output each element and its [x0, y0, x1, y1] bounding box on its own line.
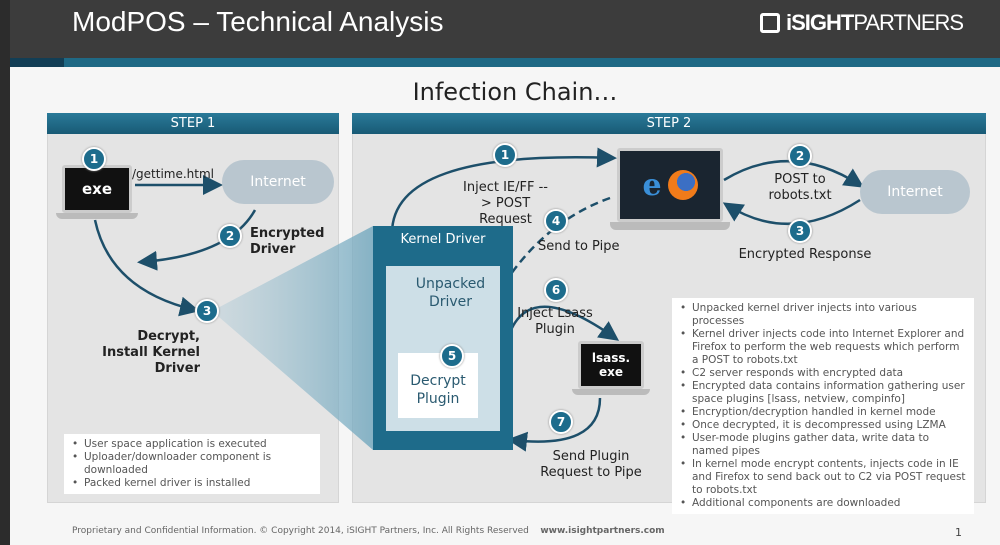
encrypted-driver-label: Encrypted Driver: [250, 226, 325, 257]
page-number: 1: [955, 526, 962, 539]
bullet: Unpacked kernel driver injects into vari…: [680, 302, 966, 328]
bullet: Encryption/decryption handled in kernel …: [680, 406, 966, 419]
inject-ieff-label: Inject IE/FF -- > POST Request: [463, 180, 548, 227]
bullet: Additional components are downloaded: [680, 497, 966, 510]
slide-header: [0, 0, 1000, 58]
step2-bullets: Unpacked kernel driver injects into vari…: [672, 298, 974, 514]
step2-number-6: 6: [544, 278, 568, 302]
laptop-base: [572, 389, 650, 395]
logo-icon: [760, 13, 780, 33]
company-logo: iSIGHTPARTNERS: [760, 10, 964, 36]
step2-number-1: 1: [493, 143, 517, 167]
decrypt-plugin-box: [398, 353, 478, 418]
diagram-title: Infection Chain…: [412, 78, 618, 106]
internet-cloud-step2: Internet: [860, 170, 970, 214]
footer-url[interactable]: www.isightpartners.com: [540, 526, 665, 536]
step1-number-1: 1: [82, 147, 106, 171]
bullet: C2 server responds with encrypted data: [680, 367, 966, 380]
arrow-step2-1: [390, 147, 617, 236]
laptop-base: [56, 213, 138, 219]
header-accent-bar: [0, 58, 1000, 67]
kernel-driver-label: Kernel Driver: [400, 232, 486, 247]
send-to-pipe-label: Send to Pipe: [538, 239, 620, 254]
bullet: Once decrypted, it is decompressed using…: [680, 419, 966, 432]
encrypted-response-label: Encrypted Response: [738, 247, 872, 262]
decrypt-plugin-label: Decrypt Plugin: [410, 373, 466, 407]
send-plugin-label: Send Plugin Request to Pipe: [540, 449, 642, 480]
inject-lsass-label: Inject Lsass Plugin: [517, 306, 593, 337]
bullet: In kernel mode encrypt contents, injects…: [680, 458, 966, 497]
laptop-base: [610, 222, 730, 230]
arrow-step2-7: [507, 397, 602, 452]
step2-number-3: 3: [788, 219, 812, 243]
step2-number-7: 7: [549, 410, 573, 434]
lsass-laptop: lsass. exe: [578, 341, 644, 389]
internet-cloud-step1: Internet: [222, 160, 334, 204]
bullet: User-mode plugins gather data, write dat…: [680, 432, 966, 458]
arrow-step1-3: [93, 219, 200, 317]
internet-explorer-icon: e: [642, 167, 662, 203]
footer-copyright: Proprietary and Confidential Information…: [72, 526, 529, 536]
footer: Proprietary and Confidential Information…: [72, 526, 665, 536]
arrow-step1-2: [137, 209, 257, 271]
bullet: User space application is executed: [72, 438, 312, 451]
slide-title: ModPOS – Technical Analysis: [72, 6, 444, 37]
url-label: /gettime.html: [132, 167, 215, 181]
post-robots-label: POST to robots.txt: [768, 172, 832, 203]
header-accent-dark: [0, 58, 64, 67]
step2-header: STEP 2: [352, 113, 986, 134]
bullet: Encrypted data contains information gath…: [680, 380, 966, 406]
bullet: Kernel driver injects code into Internet…: [680, 328, 966, 367]
unpacked-driver-label: Unpacked Driver: [415, 276, 486, 310]
exe-laptop: exe: [62, 165, 132, 213]
left-edge: [0, 0, 10, 545]
step1-number-2: 2: [218, 224, 242, 248]
step2-number-2: 2: [788, 144, 812, 168]
step1-bullets: User space application is executed Uploa…: [64, 434, 320, 494]
step1-number-3: 3: [195, 299, 219, 323]
bullet: Uploader/downloader component is downloa…: [72, 451, 312, 477]
firefox-icon: [667, 170, 698, 200]
browser-laptop: e: [617, 148, 723, 222]
decrypt-install-label: Decrypt, Install Kernel Driver: [102, 329, 200, 376]
step2-number-5: 5: [440, 344, 464, 368]
step1-header: STEP 1: [47, 113, 339, 134]
step2-number-4: 4: [544, 209, 568, 233]
bullet: Packed kernel driver is installed: [72, 477, 312, 490]
zoom-projection: [212, 226, 373, 450]
